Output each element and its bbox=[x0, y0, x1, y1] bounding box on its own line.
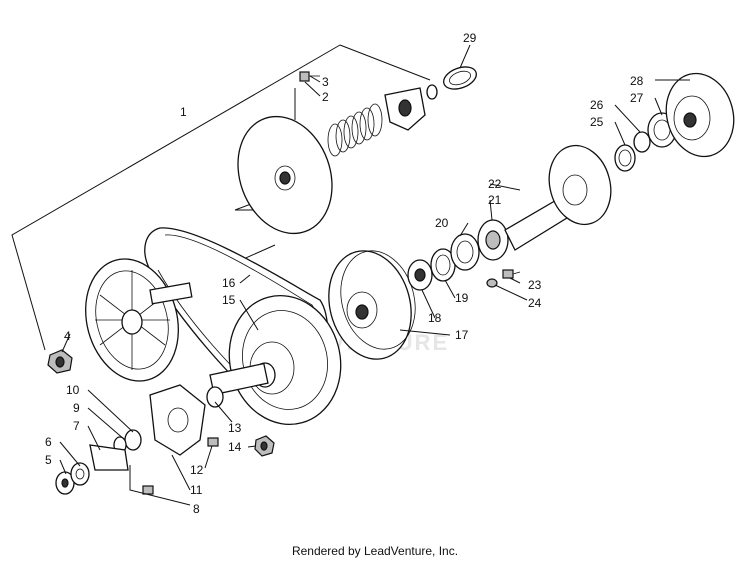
clutch-drum-28 bbox=[665, 72, 735, 158]
callout-16: 16 bbox=[222, 276, 236, 290]
callout-1: 1 bbox=[180, 105, 187, 119]
spider-cam bbox=[384, 87, 426, 131]
callout-25: 25 bbox=[590, 115, 604, 129]
callout-24: 24 bbox=[528, 296, 542, 310]
callout-21: 21 bbox=[488, 193, 502, 207]
callout-20: 20 bbox=[435, 216, 449, 230]
callout-4: 4 bbox=[64, 329, 71, 343]
nut-14 bbox=[254, 435, 275, 457]
callout-10: 10 bbox=[66, 383, 80, 397]
callout-7: 7 bbox=[73, 419, 80, 433]
callout-5: 5 bbox=[45, 453, 52, 467]
leader-lines bbox=[59, 44, 690, 506]
callout-14: 14 bbox=[228, 440, 242, 454]
callout-28: 28 bbox=[630, 74, 644, 88]
callout-12: 12 bbox=[190, 463, 204, 477]
callout-18: 18 bbox=[428, 311, 442, 325]
callout-labels: 1 2 3 4 5 6 7 8 9 10 11 12 13 14 15 16 1… bbox=[45, 31, 644, 516]
callout-2: 2 bbox=[322, 90, 329, 104]
callout-13: 13 bbox=[228, 421, 242, 435]
bolt-8 bbox=[142, 485, 154, 495]
driven-pulley bbox=[328, 250, 416, 360]
callout-11: 11 bbox=[190, 483, 203, 497]
callout-3: 3 bbox=[322, 75, 329, 89]
bearing-5-6 bbox=[55, 462, 90, 495]
callout-22: 22 bbox=[488, 177, 502, 191]
moveable-sheave bbox=[237, 115, 333, 235]
callout-27: 27 bbox=[630, 91, 644, 105]
pin-24 bbox=[486, 278, 498, 288]
washer-26 bbox=[633, 131, 651, 153]
callout-9: 9 bbox=[73, 401, 80, 415]
callout-15: 15 bbox=[222, 293, 236, 307]
callout-17: 17 bbox=[455, 328, 469, 342]
spider-plate-11 bbox=[149, 384, 206, 456]
ring-25 bbox=[614, 144, 636, 172]
callout-23: 23 bbox=[528, 278, 542, 292]
splined-shaft bbox=[504, 144, 612, 251]
callout-19: 19 bbox=[455, 291, 469, 305]
bearing-stack bbox=[407, 219, 509, 291]
nut-4 bbox=[47, 349, 73, 374]
callout-6: 6 bbox=[45, 435, 52, 449]
spring bbox=[327, 103, 383, 157]
callout-26: 26 bbox=[590, 98, 604, 112]
snap-ring-29 bbox=[426, 66, 477, 100]
bolt-23 bbox=[502, 269, 521, 279]
plate-7 bbox=[89, 444, 129, 471]
roller-12 bbox=[207, 437, 219, 447]
fixed-sheave bbox=[85, 258, 193, 382]
footer-credit: Rendered by LeadVenture, Inc. bbox=[291, 544, 459, 558]
callout-29: 29 bbox=[463, 31, 477, 45]
callout-8: 8 bbox=[193, 502, 200, 516]
